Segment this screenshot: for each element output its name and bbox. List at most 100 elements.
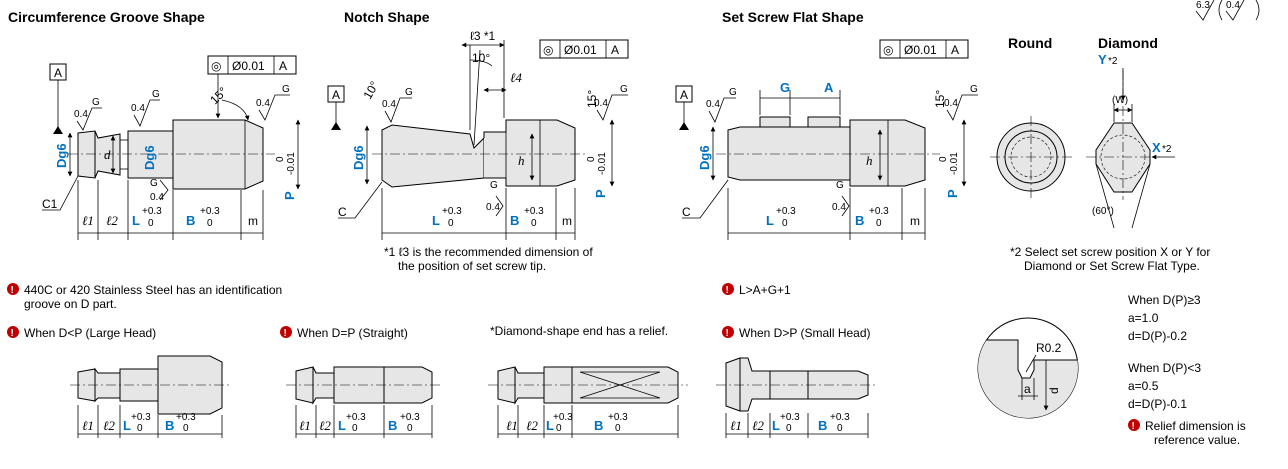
- svg-text:G: G: [836, 180, 844, 191]
- svg-text:m: m: [910, 214, 920, 228]
- dim-d-groove: d: [104, 147, 111, 162]
- svg-text:ℓ1: ℓ1: [730, 418, 742, 433]
- svg-text:ℓ1: ℓ1: [82, 418, 94, 433]
- svg-text:L: L: [766, 213, 774, 228]
- svg-text:G: G: [405, 87, 413, 98]
- svg-text:0: 0: [782, 218, 788, 229]
- dim-dg6-notch: Dg6: [351, 145, 366, 170]
- svg-text:!: !: [11, 285, 14, 296]
- dim-h-setscrew: h: [866, 153, 873, 168]
- note-2-line-1: *2 Select set screw position X or Y for: [1010, 245, 1210, 259]
- svg-text:G: G: [150, 178, 158, 189]
- title-set-screw-flat: Set Screw Flat Shape: [722, 9, 864, 25]
- svg-text:0.4: 0.4: [256, 98, 270, 109]
- svg-text:L: L: [772, 418, 780, 433]
- pin-diamond-relief: ℓ1 ℓ2 L +0.3 0 B +0.3 0: [488, 366, 688, 438]
- svg-text:0.4: 0.4: [486, 202, 500, 213]
- svg-text:G: G: [282, 84, 290, 95]
- label-c-setscrew: C: [682, 205, 691, 219]
- svg-text:L: L: [338, 418, 346, 433]
- svg-text:ℓ2: ℓ2: [103, 418, 115, 433]
- svg-text:L: L: [123, 418, 131, 433]
- tolerance-frame-circumference: ◎ Ø0.01 A: [207, 55, 297, 119]
- dim-l4: ℓ4: [510, 70, 522, 85]
- svg-text:+0.3: +0.3: [400, 412, 420, 423]
- svg-text:Ø0.01: Ø0.01: [232, 59, 265, 73]
- svg-text:+0.3: +0.3: [553, 412, 573, 423]
- warning-icon: !: [722, 326, 734, 339]
- svg-text:G: G: [490, 180, 498, 191]
- note-stainless-line-1: 440C or 420 Stainless Steel has an ident…: [24, 283, 282, 297]
- note-stainless-line-2: groove on D part.: [24, 297, 117, 311]
- svg-text:!: !: [284, 328, 287, 339]
- circumference-groove-drawing: A Dg6 d Dg6 0 -0.01 P 0.4 G 0.4 G 0.4 G …: [42, 55, 301, 240]
- svg-text:+0.3: +0.3: [176, 412, 196, 423]
- angle-15-circumference: 15°: [207, 84, 230, 107]
- svg-text:L: L: [132, 213, 140, 228]
- svg-text:A: A: [611, 43, 619, 57]
- tolerance-frame-setscrew: ◎ Ø0.01 A: [879, 39, 969, 59]
- svg-text:+0.3: +0.3: [346, 412, 366, 423]
- svg-text:0.4: 0.4: [382, 99, 396, 110]
- svg-text:0: 0: [275, 156, 286, 162]
- title-diamond: Diamond: [1098, 35, 1158, 51]
- svg-text:0.4: 0.4: [150, 192, 164, 203]
- svg-text:0: 0: [137, 423, 143, 434]
- svg-text:0: 0: [448, 218, 454, 229]
- svg-text:-0.01: -0.01: [949, 152, 960, 175]
- pin-small-head: ℓ1 ℓ2 L +0.3 0 B +0.3 0: [716, 357, 878, 438]
- svg-text:+0.3: +0.3: [200, 206, 220, 217]
- svg-text:B: B: [855, 213, 864, 228]
- relief-detail: R0.2 a d: [977, 317, 1079, 419]
- dim-dg6-mid: Dg6: [142, 145, 157, 170]
- svg-text:+0.3: +0.3: [830, 412, 850, 423]
- pin-straight: ℓ1 ℓ2 L +0.3 0 B +0.3 0: [286, 366, 442, 438]
- note-small-head: When D>P (Small Head): [739, 326, 871, 340]
- angle-15-notch: 15°: [585, 90, 599, 108]
- note-straight: When D=P (Straight): [297, 326, 408, 340]
- svg-text:a=0.5: a=0.5: [1128, 379, 1159, 393]
- note-1-line-1: *1 ℓ3 is the recommended dimension of: [384, 245, 593, 259]
- svg-text:G: G: [92, 97, 100, 108]
- svg-text:B: B: [165, 418, 174, 433]
- svg-text:ℓ2: ℓ2: [106, 213, 118, 228]
- svg-text:ℓ2: ℓ2: [319, 418, 331, 433]
- svg-text:0.4: 0.4: [594, 98, 608, 109]
- svg-text:+0.3: +0.3: [608, 412, 628, 423]
- svg-text:m: m: [562, 214, 572, 228]
- note-diamond-relief: *Diamond-shape end has a relief.: [490, 324, 668, 338]
- note-1-line-2: the position of set screw tip.: [398, 259, 546, 273]
- svg-text:+0.3: +0.3: [442, 206, 462, 217]
- svg-text:0: 0: [148, 218, 154, 229]
- angle-15-setscrew: 15°: [933, 90, 947, 108]
- svg-text:0: 0: [556, 423, 562, 434]
- svg-text:G: G: [970, 84, 978, 95]
- finish-symbol-top-right: 6.3 0.4: [1195, 0, 1260, 21]
- svg-text:A: A: [279, 59, 287, 73]
- title-round: Round: [1008, 35, 1052, 51]
- dim-p-notch: P: [593, 189, 608, 198]
- svg-text:G: G: [152, 89, 160, 100]
- svg-text:d: d: [1047, 387, 1061, 394]
- svg-text:!: !: [726, 285, 729, 296]
- svg-text:d=D(P)-0.1: d=D(P)-0.1: [1128, 397, 1187, 411]
- svg-text:L: L: [546, 418, 554, 433]
- svg-text:0.4: 0.4: [944, 98, 958, 109]
- label-c1: C1: [42, 197, 58, 211]
- angle-60: (60°): [1092, 206, 1114, 217]
- dim-l3: ℓ3 *1: [470, 29, 496, 43]
- datum-a-label: A: [54, 66, 62, 80]
- svg-text:ℓ1: ℓ1: [82, 213, 94, 228]
- diamond-end-view: (W) Y *2 X *2 (60°): [1086, 52, 1175, 229]
- svg-text:◎: ◎: [211, 59, 221, 73]
- svg-text:ℓ1: ℓ1: [506, 418, 518, 433]
- warning-icon: !: [722, 283, 734, 296]
- svg-text:+0.3: +0.3: [869, 206, 889, 217]
- note-large-head: When D<P (Large Head): [24, 326, 156, 340]
- svg-text:0.4: 0.4: [74, 109, 88, 120]
- note-relief-line-2: reference value.: [1154, 433, 1240, 447]
- svg-text:0: 0: [352, 423, 358, 434]
- svg-text:!: !: [11, 328, 14, 339]
- svg-text:0: 0: [183, 423, 189, 434]
- svg-text:0: 0: [407, 423, 413, 434]
